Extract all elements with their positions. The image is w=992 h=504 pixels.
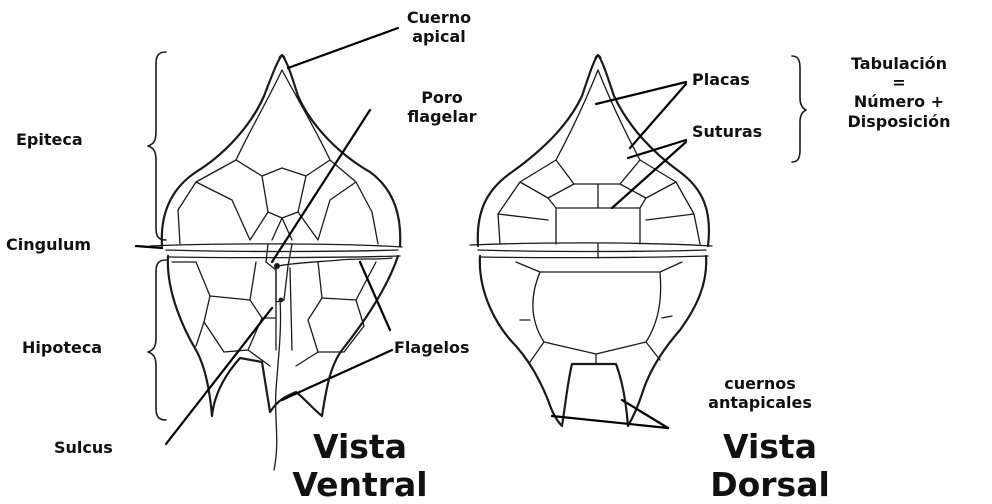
label-hipoteca: Hipoteca [22, 338, 102, 357]
label-flagelos: Flagelos [394, 338, 470, 357]
ventral-hypotheca-outline [168, 256, 398, 416]
label-poro-flagelar: Poro flagelar [400, 88, 484, 126]
dorsal-cingulum-mid [478, 250, 706, 252]
label-placas: Placas [692, 70, 750, 89]
hipoteca-brace [148, 260, 166, 420]
ventral-cingulum-bottom [168, 256, 400, 258]
label-suturas: Suturas [692, 122, 762, 141]
leader-cuerno-apical [288, 28, 398, 68]
ventral-hypo-plates [172, 262, 376, 366]
label-epiteca: Epiteca [16, 130, 83, 149]
tabulacion-brace [792, 56, 806, 162]
title-vista-ventral: Vista Ventral [290, 428, 430, 504]
label-cuerno-apical: Cuerno apical [394, 8, 484, 46]
dorsal-cingulum-top [470, 243, 712, 246]
label-cuernos-antapicales: cuernos antapicales [700, 374, 820, 412]
dorsal-epitheca-outline [478, 55, 709, 246]
dorsal-view-cell [470, 55, 712, 426]
ventral-cingulum-top [150, 244, 402, 247]
title-vista-dorsal: Vista Dorsal [700, 428, 840, 504]
dorsal-cingulum-bottom [480, 256, 708, 258]
dorsal-hypotheca-outline [480, 256, 706, 426]
ventral-pore-mark [279, 298, 284, 303]
label-tabulacion: Tabulación = Número + Disposición [824, 54, 974, 131]
dorsal-hypo-plates [516, 244, 682, 364]
ventral-longitudinal-flagellum [274, 300, 281, 470]
epiteca-brace [148, 52, 166, 240]
ventral-cingulum-mid [166, 250, 398, 252]
label-sulcus: Sulcus [54, 438, 113, 457]
leader-sulcus [166, 308, 272, 444]
label-cingulum: Cingulum [6, 235, 91, 254]
